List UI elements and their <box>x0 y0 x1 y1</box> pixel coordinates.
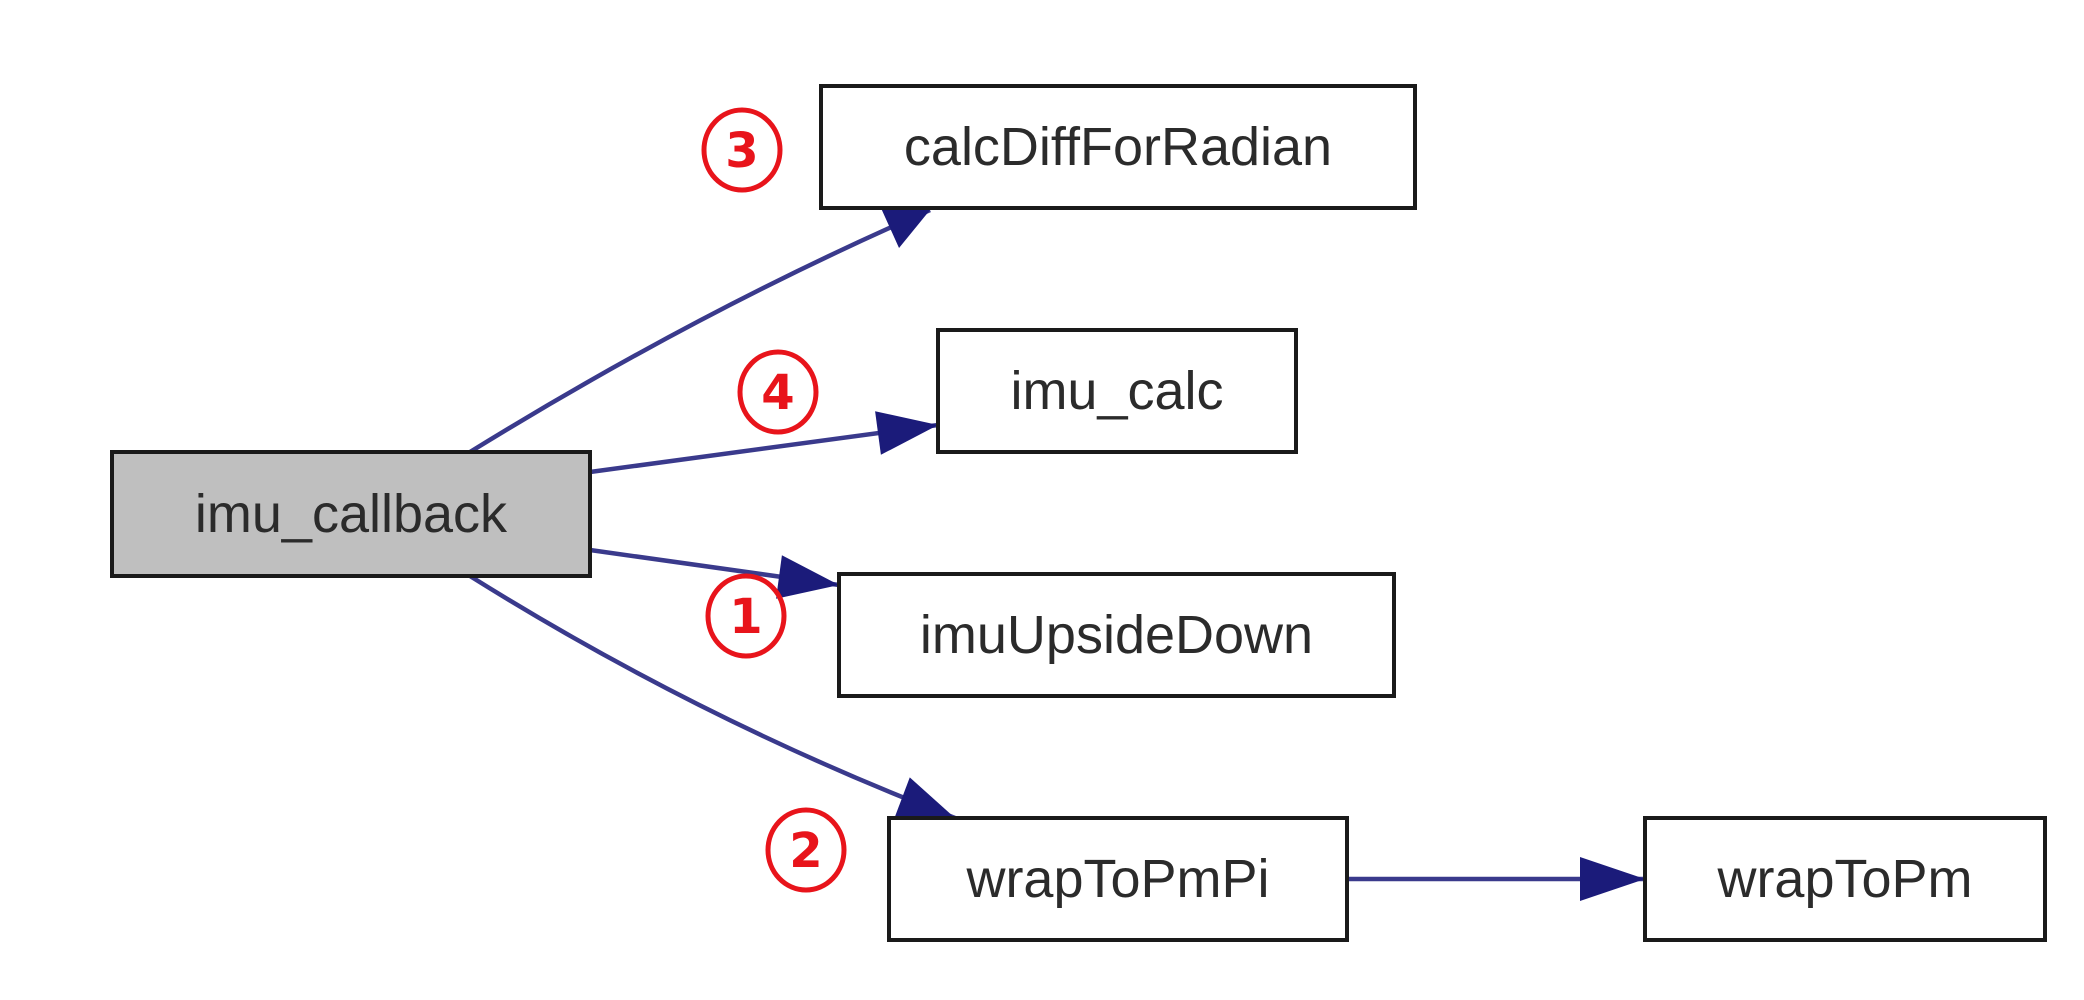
arrowhead <box>894 777 955 819</box>
arrowhead <box>776 555 839 599</box>
node-imu_calc[interactable]: imu_calc <box>936 328 1298 454</box>
node-label: wrapToPm <box>1716 849 1972 909</box>
arrowhead <box>880 207 930 249</box>
nodes-layer: imu_callback calcDiffForRadian imu_calcimu… <box>110 84 2047 942</box>
edge-imu_callback-to-imu_calc <box>589 411 939 475</box>
node-label: imuUpsideDown <box>920 605 1313 665</box>
annotations-layer: 3 4 1 2 <box>701 107 847 893</box>
edge-imu_callback-to-wrapToPmPi <box>468 574 956 821</box>
node-box[interactable] <box>1643 816 2047 942</box>
node-box[interactable] <box>936 328 1298 454</box>
edge-line <box>468 574 956 821</box>
annotation-number: 2 <box>789 823 822 879</box>
node-box[interactable] <box>837 572 1396 698</box>
annotation-circle <box>701 107 783 193</box>
node-box[interactable] <box>887 816 1349 942</box>
node-wrapToPm[interactable]: wrapToPm <box>1643 816 2047 942</box>
annotation-imuUpsideDown: 1 <box>705 573 787 659</box>
annotation-number: 4 <box>761 365 794 421</box>
annotation-circle <box>705 573 787 659</box>
edge-imu_callback-to-calcDiffForRadian <box>468 207 931 454</box>
edge-imu_callback-to-imuUpsideDown <box>589 547 840 599</box>
node-label: imu_callback <box>195 484 508 544</box>
annotation-circle <box>765 807 847 893</box>
node-box[interactable] <box>110 450 592 578</box>
annotation-number: 1 <box>729 589 762 645</box>
annotation-wrapToPmPi: 2 <box>765 807 847 893</box>
node-imuUpsideDown[interactable]: imuUpsideDown <box>837 572 1396 698</box>
edge-line <box>468 207 931 454</box>
node-calcDiffForRadian[interactable]: calcDiffForRadian <box>819 84 1417 210</box>
edges-layer <box>468 207 1645 901</box>
edge-wrapToPmPi-to-wrapToPm <box>1347 857 1645 901</box>
annotation-calcDiffForRadian: 3 <box>701 107 783 193</box>
node-wrapToPmPi[interactable]: wrapToPmPi <box>887 816 1349 942</box>
arrowhead <box>1580 857 1645 901</box>
annotation-number: 3 <box>725 123 758 179</box>
annotation-imu_calc: 4 <box>737 349 819 435</box>
arrowhead <box>875 411 938 455</box>
node-box[interactable] <box>819 84 1417 210</box>
node-label: calcDiffForRadian <box>904 117 1332 177</box>
node-imu_callback[interactable]: imu_callback <box>110 450 592 578</box>
node-label: wrapToPmPi <box>965 849 1269 909</box>
annotation-circle <box>737 349 819 435</box>
node-label: imu_calc <box>1010 361 1223 421</box>
